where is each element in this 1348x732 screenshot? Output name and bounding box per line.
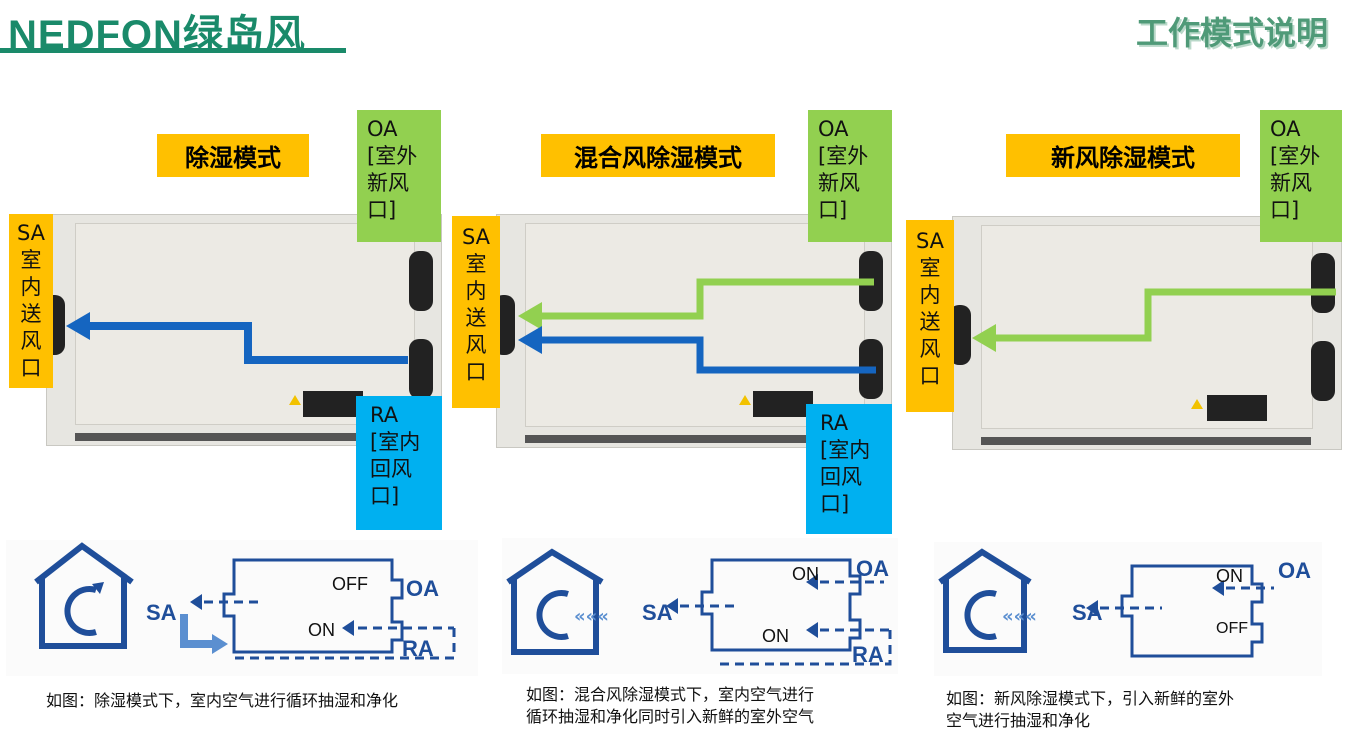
fresh-airflow-arrow: [990, 288, 1336, 342]
diagram-ra-state-1: ON: [308, 620, 335, 640]
airflow-arrows-3: [972, 288, 1336, 352]
diagram-oa-2: OA: [856, 556, 889, 581]
unit-photo-2: [493, 214, 892, 448]
fresh-arrowhead: [518, 302, 542, 330]
airflow-arrows-2: [518, 278, 876, 374]
fresh-arrowhead: [972, 324, 996, 352]
oa-tag-1: OA[室外新风口]: [357, 110, 441, 242]
diagram-ra-1: RA: [402, 636, 434, 661]
supply-airflow-arrow: [84, 322, 408, 364]
diagram-sa-2: SA: [642, 600, 673, 625]
supply-arrowhead: [66, 312, 90, 340]
mode-diagram-1: SA OA RA OFF ON: [6, 540, 478, 676]
oa-tag-2: OA[室外新风口]: [808, 110, 892, 242]
oa-tag-3: OA[室外新风口]: [1260, 110, 1342, 242]
mode-diagram-2: ««« SA OA RA ON ON: [502, 538, 898, 674]
mode-label-dehumidify: 除湿模式: [157, 134, 309, 177]
diagram-oa-state-3: ON: [1216, 566, 1243, 586]
caption-3: 如图：新风除湿模式下，引入新鲜的室外 空气进行抽湿和净化: [946, 689, 1235, 730]
diagram-ra-state-2: ON: [762, 626, 789, 646]
ra-tag-1: RA[室内回风口]: [356, 396, 442, 530]
diagram-graphic-2: «««: [506, 548, 892, 666]
caption-1: 如图：除湿模式下，室内空气进行循环抽湿和净化: [46, 691, 399, 710]
ra-tag-2: RA[室内回风口]: [806, 404, 892, 534]
diagram-ra-state-3: OFF: [1216, 620, 1248, 637]
mode-diagram-3: ««« SA OA ON OFF: [934, 542, 1322, 676]
airflow-arrows-1: [66, 312, 408, 364]
svg-text:«««: «««: [1002, 606, 1037, 627]
diagram-sa-3: SA: [1072, 600, 1103, 625]
mode-label-fresh: 新风除湿模式: [1006, 134, 1240, 177]
supply-arrowhead: [518, 326, 542, 354]
mode-label-mixed: 混合风除湿模式: [541, 134, 775, 177]
diagram-ra-2: RA: [852, 642, 884, 667]
diagram-oa-1: OA: [406, 576, 439, 601]
diagram-graphic-1: [34, 542, 456, 660]
diagram-oa-state-1: OFF: [332, 574, 368, 594]
diagram-sa-1: SA: [146, 600, 177, 625]
diagram-graphic-3: «««: [938, 548, 1274, 658]
fresh-airflow-arrow: [536, 278, 874, 320]
diagram-oa-3: OA: [1278, 558, 1311, 583]
diagram-oa-state-2: ON: [792, 564, 819, 584]
logo-underline: [0, 48, 346, 53]
supply-airflow-arrow: [536, 336, 876, 374]
svg-text:«««: «««: [574, 606, 609, 627]
caption-2: 如图：混合风除湿模式下，室内空气进行 循环抽湿和净化同时引入新鲜的室外空气: [526, 685, 815, 726]
page-title: 工作模式说明: [1135, 14, 1328, 52]
